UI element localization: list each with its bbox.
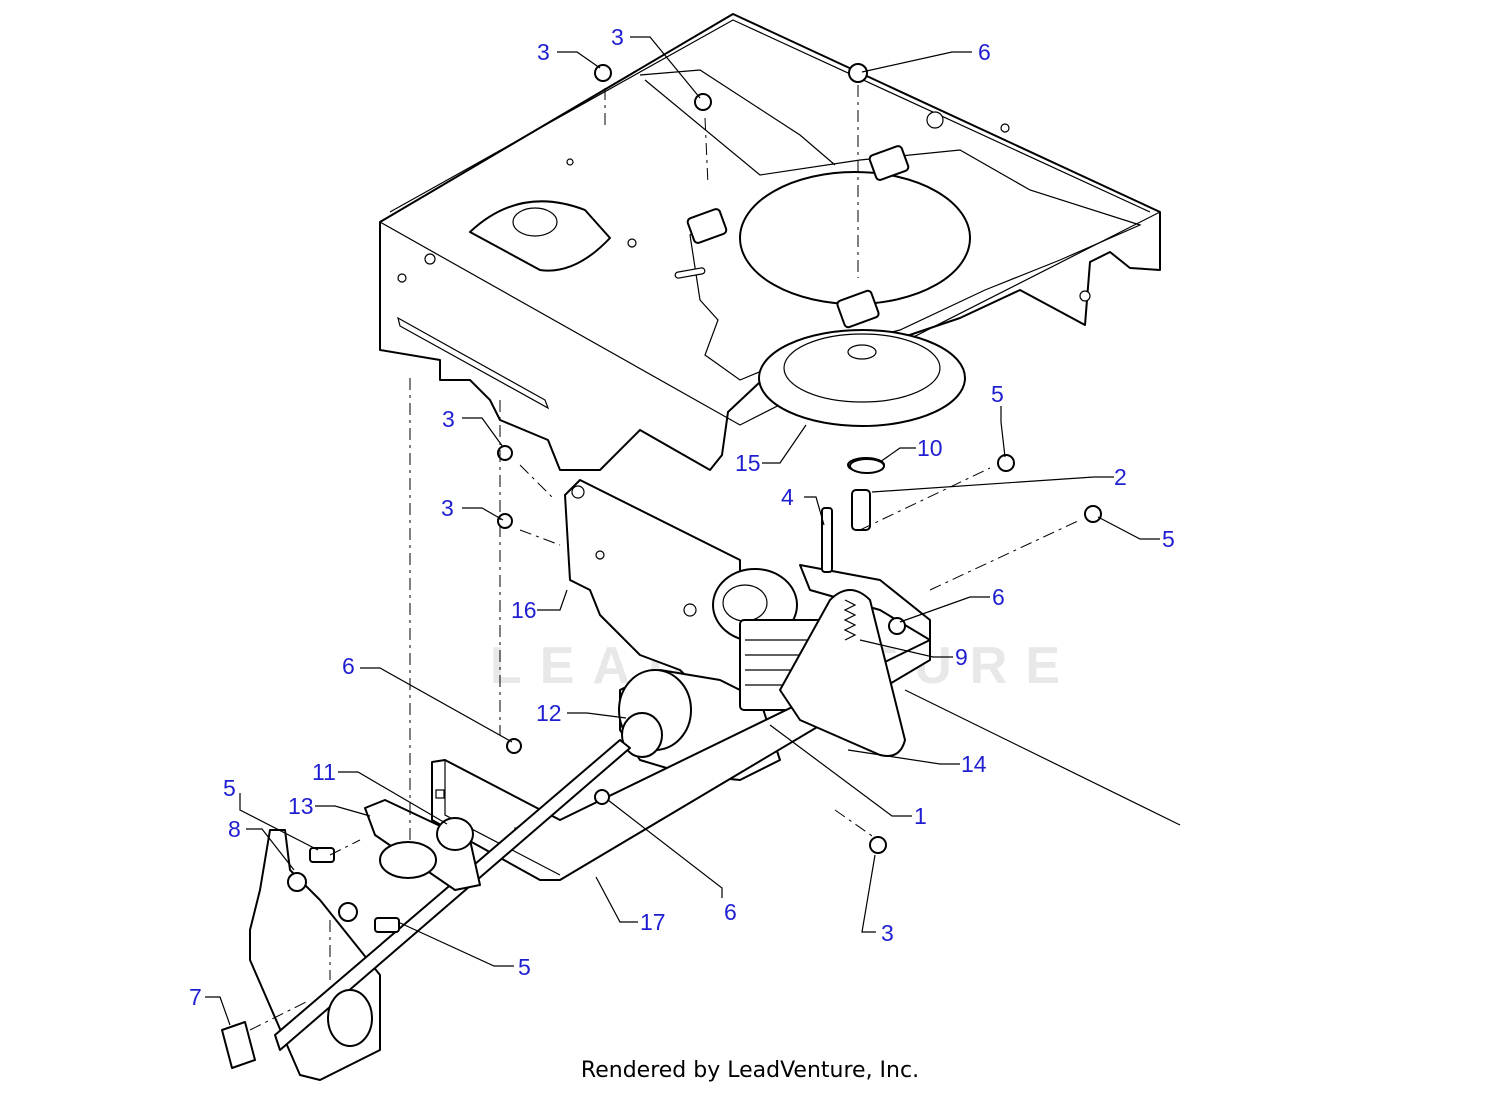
callout-15: 15 [735, 450, 761, 476]
callout-6: 6 [342, 653, 355, 679]
leader-lines [205, 36, 1160, 1026]
callout-4: 4 [781, 484, 794, 510]
callout-16: 16 [511, 597, 537, 623]
callout-2: 2 [1114, 464, 1127, 490]
callout-3: 3 [537, 39, 550, 65]
callout-6: 6 [978, 39, 991, 65]
callout-5: 5 [991, 381, 1004, 407]
callout-8: 8 [228, 816, 241, 842]
callout-6: 6 [724, 899, 737, 925]
callout-3: 3 [442, 406, 455, 432]
callout-9: 9 [955, 644, 968, 670]
bracket-16 [564, 479, 741, 701]
spring-9 [843, 599, 857, 641]
callout-5: 5 [518, 954, 531, 980]
callout-10: 10 [917, 435, 943, 461]
callout-11: 11 [312, 759, 336, 785]
footer-credit: Rendered by LeadVenture, Inc. [580, 1058, 920, 1083]
callout-6: 6 [992, 584, 1005, 610]
callouts: 3 3 6 3 5 10 15 2 4 3 5 6 16 9 6 12 14 1… [189, 24, 1175, 1010]
pins-2-4 [821, 457, 885, 573]
callout-1: 1 [914, 803, 927, 829]
callout-3: 3 [881, 920, 894, 946]
callout-5: 5 [223, 775, 236, 801]
callout-3: 3 [611, 24, 624, 50]
callout-13: 13 [288, 793, 314, 819]
callout-5: 5 [1162, 526, 1175, 552]
callout-12: 12 [536, 700, 562, 726]
callout-3: 3 [441, 495, 454, 521]
callout-17: 17 [640, 909, 666, 935]
callout-7: 7 [189, 984, 202, 1010]
lower-shaft-assembly [221, 739, 631, 1081]
upper-frame [379, 13, 1161, 471]
hardware [497, 63, 1102, 854]
alignment-lines [249, 85, 1181, 1031]
callout-14: 14 [961, 751, 987, 777]
